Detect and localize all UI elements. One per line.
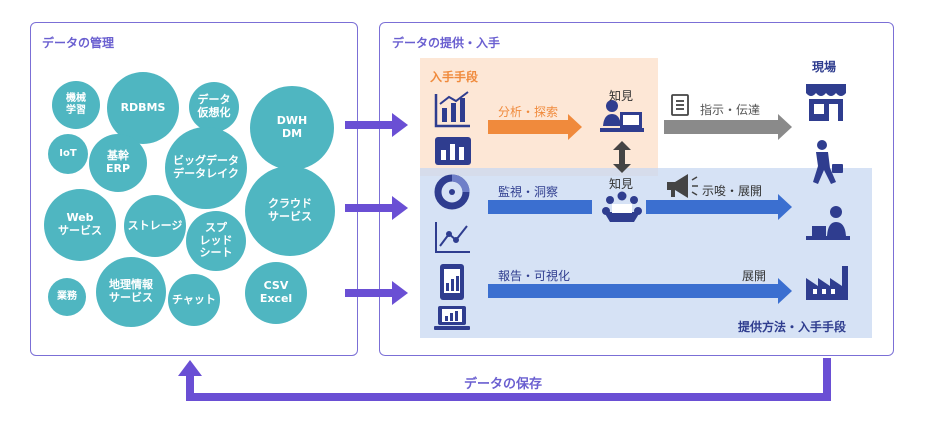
big-arrow-1: [345, 113, 408, 137]
bubble-10: スプ レッド シート: [186, 211, 246, 271]
knowledge-label-1: 知見: [609, 89, 634, 103]
suggest-label: 示唆・展開: [702, 184, 763, 198]
double-arrow-icon: [613, 141, 631, 173]
meeting-icon: [602, 191, 642, 222]
instruct-label: 指示・伝達: [700, 103, 761, 117]
laptop-chart-icon: [434, 306, 470, 330]
analysis-label: 分析・探索: [498, 105, 559, 119]
store-icon: [806, 84, 846, 121]
analysis-arrow: [488, 114, 582, 140]
data-save-label: データの保存: [464, 377, 543, 392]
bubble-0: 機械 学習: [52, 81, 100, 129]
monitor-arrow: [488, 200, 592, 214]
acquisition-label: 入手手段: [430, 70, 479, 84]
bubble-13: チャット: [168, 274, 220, 326]
bubble-8: Web サービス: [44, 189, 116, 261]
deploy-label: 展開: [742, 269, 767, 283]
monitor-label: 監視・洞察: [498, 185, 559, 199]
donut-chart-icon: [434, 174, 470, 210]
report-arrow: [488, 278, 792, 304]
knowledge-label-2: 知見: [609, 177, 634, 191]
provision-label: 提供方法・入手手段: [738, 320, 847, 334]
instruct-arrow: [664, 114, 792, 140]
bubble-14: CSV Excel: [245, 262, 307, 324]
big-arrow-3: [345, 281, 408, 305]
mobile-chart-icon: [440, 264, 464, 300]
dashboard-screen-icon: [435, 137, 471, 165]
report-label: 報告・可視化: [498, 269, 571, 283]
document-icon: [671, 94, 689, 116]
save-loop-arrow: [178, 358, 831, 401]
provision-zone: [420, 168, 872, 338]
bubble-4: IoT: [48, 134, 88, 174]
bubble-3: DWH DM: [250, 86, 334, 170]
bubble-9: ストレージ: [124, 195, 186, 257]
big-arrow-2: [345, 196, 408, 220]
bubble-11: 業務: [48, 278, 86, 316]
presenter-icon: [600, 100, 644, 132]
site-label: 現場: [812, 60, 837, 74]
bubble-7: クラウド サービス: [245, 166, 335, 256]
bubble-12: 地理情報 サービス: [96, 257, 166, 327]
bubble-1: RDBMS: [107, 72, 179, 144]
bar-chart-icon: [434, 91, 470, 128]
bubble-6: ビッグデータ データレイク: [165, 127, 247, 209]
line-chart-icon: [435, 222, 470, 253]
data-provision-title: データの提供・入手: [392, 36, 501, 50]
suggest-arrow: [646, 194, 792, 220]
walking-worker-icon: [813, 140, 843, 184]
megaphone-icon: [667, 174, 698, 198]
factory-icon: [806, 266, 848, 300]
data-management-title: データの管理: [42, 36, 115, 50]
bubble-2: データ 仮想化: [189, 82, 239, 132]
desk-worker-icon: [806, 206, 850, 240]
bubble-5: 基幹 ERP: [89, 134, 147, 192]
